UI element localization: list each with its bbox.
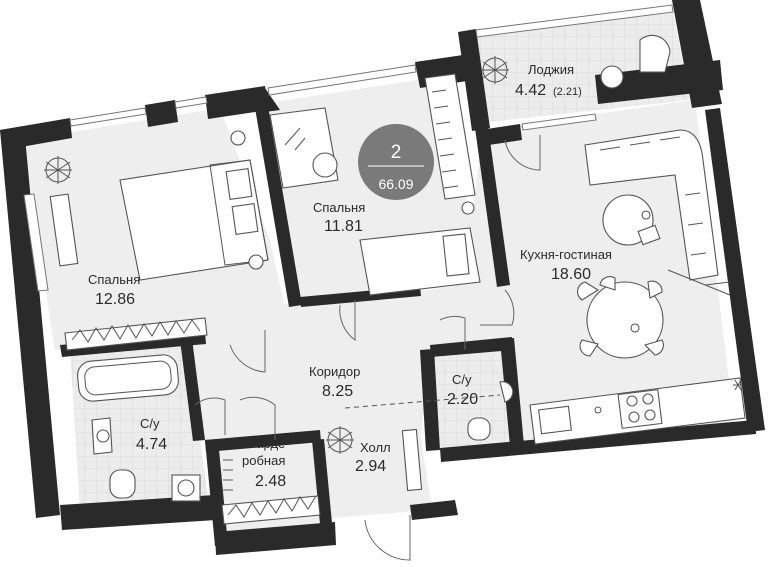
doors [194,135,541,561]
sink-icon [91,417,113,455]
wardrobe-area: 2.48 [255,473,286,490]
armchair-icon [639,34,671,73]
windows [23,4,674,292]
sink-icon [499,381,514,403]
total-area: 66.09 [378,176,413,192]
loggia-area: 4.42 [515,82,546,99]
room-count: 2 [391,142,402,163]
nightstand-icon [248,254,264,270]
total-area-badge: 2 66.09 [358,124,434,200]
plant-icon [44,156,72,184]
bedroom1-area: 12.86 [95,291,135,308]
washing-machine-icon [171,474,201,502]
stove-icon [617,389,663,429]
plant-icon [481,56,509,84]
bath-large-area: 4.74 [136,436,167,453]
zone-divider [344,394,501,409]
hood-icon [733,379,743,391]
toilet-icon [467,417,491,441]
plant-icon [326,426,354,454]
closet-icon [64,317,208,351]
wardrobe-name-line1: Гарде- [250,436,290,451]
walls [0,0,765,555]
magazine-icon [637,224,661,246]
furniture [44,34,746,525]
dining-table-icon [576,276,664,359]
corridor-name: Коридор [309,364,360,379]
dresser-icon [49,193,79,267]
bath-small-name: С/у [452,372,472,387]
closet-icon [424,73,476,200]
hall-name: Холл [360,440,391,455]
nightstand-icon [461,201,475,215]
bathtub-icon [77,354,179,402]
bedroom1-name: Спальня [88,272,140,287]
shoe-cabinet-icon [401,428,423,492]
kitchen-area: 18.60 [551,266,591,283]
faucet-icon [594,406,602,414]
tv-icon [667,269,731,296]
sink-icon [538,405,572,435]
bedroom2-name: Спальня [313,200,365,215]
closet-icon [221,459,321,525]
loggia-area-reduced: (2.21) [553,86,582,98]
room-labels: Спальня 12.86 Спальня 11.81 Кухня-гостин… [88,62,612,490]
kitchen-name: Кухня-гостиная [520,247,612,262]
double-bed-icon [119,159,269,281]
single-bed-icon [359,227,481,296]
nightstand-icon [230,130,246,146]
desk-icon [269,107,339,189]
loggia-name: Лоджия [528,62,574,77]
sofa-icon [584,129,719,281]
toilet-icon [109,469,136,499]
round-table-icon [600,65,624,89]
kitchen-counter-icon [529,377,746,445]
corridor-area: 8.25 [322,383,353,400]
bath-large-name: С/у [140,416,160,431]
bedroom2-area: 11.81 [324,218,363,235]
wardrobe-name-line2: робная [242,453,285,468]
bath-small-area: 2.20 [447,391,478,408]
cup-icon [641,210,651,220]
hall-area: 2.94 [355,458,386,475]
